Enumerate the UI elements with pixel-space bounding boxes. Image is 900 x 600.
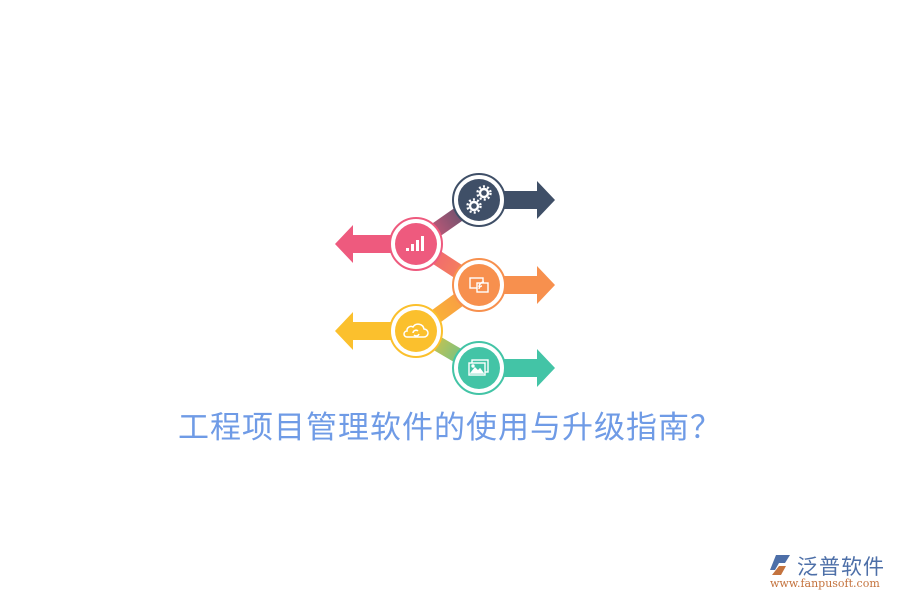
step-3-screen-cast (452, 258, 555, 312)
arrow-right (479, 266, 555, 304)
gears-icon (466, 185, 492, 214)
arrow-left (335, 225, 416, 263)
arrow-left (335, 312, 416, 350)
cloud-sync-icon (403, 323, 429, 338)
brand-name: 泛普软件 (797, 555, 885, 579)
step-4-cloud-sync (335, 304, 443, 358)
step-2-bar-chart (335, 217, 443, 271)
arrow-right (479, 349, 555, 387)
step-5-image-gallery (452, 341, 555, 395)
step-1-gears (452, 173, 555, 227)
fanpu-logo-icon (770, 555, 790, 575)
bar-chart-icon (406, 236, 424, 251)
image-gallery-icon (468, 359, 489, 376)
brand-logo: 泛普软件 www.fanpusoft.com (770, 551, 895, 591)
screen-cast-icon (469, 277, 489, 293)
page-title: 工程项目管理软件的使用与升级指南？ (178, 410, 722, 446)
brand-url: www.fanpusoft.com (770, 577, 880, 590)
arrow-right (479, 181, 555, 219)
